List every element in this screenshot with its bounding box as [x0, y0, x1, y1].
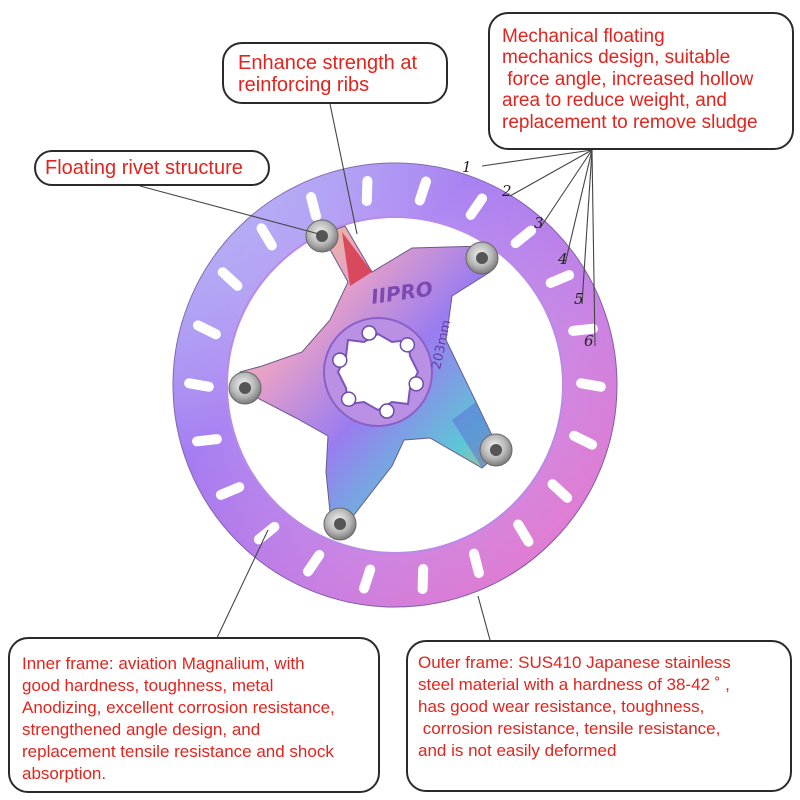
rivet-center	[316, 230, 328, 242]
cooling-hole	[192, 320, 221, 340]
callout-text-line: Mechanical floating	[502, 26, 665, 47]
cooling-hole	[302, 550, 325, 577]
cooling-hole	[513, 519, 534, 547]
callout-text-line: Floating rivet structure	[45, 157, 243, 179]
callout-mechanical-floating: Mechanical floating mechanics design, su…	[488, 12, 794, 150]
cooling-hole	[465, 193, 488, 220]
callout-reinforcing-ribs: Enhance strength at reinforcing ribs	[222, 42, 448, 104]
callout-text-line: steel material with a hardness of 38-42 …	[418, 675, 730, 695]
cooling-hole	[184, 378, 214, 392]
callout-outer-frame: Outer frame: SUS410 Japanese stainless s…	[406, 640, 792, 792]
floating-rivets	[228, 219, 513, 541]
callout-text-line: Inner frame: aviation Magnalium, with	[22, 654, 305, 673]
cooling-hole	[576, 378, 606, 392]
marker-5: 5	[574, 290, 584, 308]
cooling-hole	[569, 430, 598, 450]
leader-lines	[139, 103, 596, 641]
cooling-hole	[215, 482, 245, 500]
marker-1: 1	[462, 158, 472, 176]
callout-text-line: strengthened angle design, and	[22, 720, 261, 740]
callout-text-line: good hardness, toughness, metal	[22, 676, 274, 696]
bolt-hole	[332, 352, 348, 368]
cooling-hole	[468, 548, 484, 578]
cooling-hole	[547, 479, 573, 503]
cooling-holes	[184, 176, 606, 594]
callout-text-line: Anodizing, excellent corrosion resistanc…	[22, 698, 335, 718]
bolt-hole	[340, 391, 357, 407]
callout-text-line: and is not easily deformed	[418, 741, 617, 761]
bolt-hole	[379, 403, 395, 419]
callout-text-line: has good wear resistance, toughness,	[418, 697, 705, 717]
callout-text-line: reinforcing ribs	[238, 74, 370, 97]
callout-floating-rivet: Floating rivet structure	[34, 150, 270, 186]
bolt-hole	[408, 376, 424, 392]
callout-text-line: area to reduce weight, and	[502, 90, 727, 112]
cooling-hole	[545, 270, 575, 288]
cooling-hole	[568, 323, 598, 336]
callout-text-line: replacement tensile resistance and shock	[22, 742, 334, 762]
cooling-hole	[256, 223, 277, 251]
cooling-hole	[510, 225, 537, 249]
marker-3: 3	[534, 214, 544, 232]
cooling-hole	[306, 192, 322, 222]
cooling-hole	[217, 267, 243, 291]
cooling-hole	[192, 434, 222, 447]
callout-text-line: corrosion resistance, tensile resistance…	[418, 719, 721, 739]
bolt-hole	[361, 325, 377, 341]
cooling-hole	[358, 564, 376, 594]
callout-text-line: Outer frame: SUS410 Japanese stainless	[418, 653, 731, 672]
callout-text-line: mechanics design, suitable	[502, 47, 731, 69]
marker-4: 4	[557, 250, 568, 268]
callout-text-line: replacement to remove sludge	[502, 111, 758, 133]
callout-text-line: force angle, increased hollow	[502, 68, 754, 90]
hub-bolt-holes	[332, 325, 424, 419]
callout-text-line: absorption.	[22, 764, 107, 784]
bolt-hole	[399, 337, 416, 353]
cooling-hole	[361, 176, 373, 206]
marker-2: 2	[501, 182, 512, 200]
rivet-center	[476, 252, 488, 264]
callout-text-line: Enhance strength at	[238, 52, 418, 74]
callout-inner-frame: Inner frame: aviation Magnalium, with go…	[8, 637, 380, 793]
rivet-center	[490, 444, 502, 456]
marker-6: 6	[584, 332, 594, 350]
rivet-center	[239, 382, 251, 394]
rivet-center	[334, 518, 346, 530]
cooling-hole	[414, 176, 432, 206]
cooling-hole	[417, 564, 429, 594]
